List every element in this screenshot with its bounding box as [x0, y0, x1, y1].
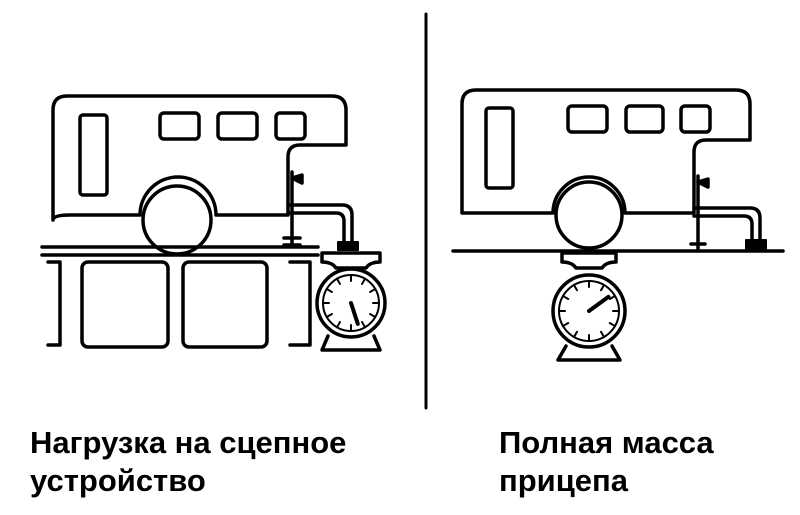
- support-block: [46, 260, 62, 347]
- caption-gross-trailer-mass: Полная масса прицепа: [499, 424, 714, 500]
- hitch-jack-icon: [282, 170, 304, 247]
- dial-tick: [325, 313, 333, 318]
- caption-line: устройство: [30, 463, 206, 498]
- caption-tongue-weight: Нагрузка на сцепное устройство: [30, 424, 346, 500]
- caption-line: прицепа: [499, 463, 628, 498]
- support-block: [181, 260, 269, 349]
- dial-tick: [369, 288, 377, 293]
- drawbar: [286, 203, 354, 244]
- trailer-window: [679, 104, 712, 134]
- dial-tick: [361, 321, 366, 329]
- left-panel: [40, 94, 387, 352]
- dial-tick: [562, 322, 570, 327]
- wheel-icon: [554, 180, 624, 250]
- trailer-window: [274, 111, 307, 141]
- trailer-window: [158, 111, 201, 141]
- dial-tick: [600, 330, 605, 338]
- dial-tick: [336, 321, 341, 329]
- dial-tick: [573, 330, 578, 338]
- dial-tick: [562, 295, 570, 300]
- trailer-window: [216, 111, 259, 141]
- dial-tick: [336, 277, 341, 285]
- dial-tick: [369, 313, 377, 318]
- support-block: [288, 260, 312, 347]
- weighing-scale-icon: [315, 251, 387, 352]
- caption-line: Полная масса: [499, 425, 714, 460]
- support-block: [80, 260, 170, 349]
- trailer-window: [566, 104, 609, 134]
- trailer-door: [78, 113, 109, 197]
- dial-tick: [325, 288, 333, 293]
- drawbar: [692, 206, 762, 242]
- trailer-window: [624, 104, 665, 134]
- trailer-icon: [51, 94, 348, 222]
- trailer-door: [484, 106, 515, 190]
- dial-tick: [608, 295, 616, 300]
- hitch-jack-icon: [689, 174, 710, 252]
- scale-needle: [587, 294, 611, 313]
- scale-needle: [349, 301, 360, 326]
- dial-tick: [573, 284, 578, 292]
- trailer-icon: [460, 88, 752, 215]
- caption-line: Нагрузка на сцепное: [30, 425, 347, 460]
- wheel-icon: [141, 184, 213, 256]
- weighing-scale-icon: [551, 251, 627, 362]
- dial-tick: [608, 322, 616, 327]
- right-panel: [451, 88, 785, 362]
- dial-tick: [361, 277, 366, 285]
- dial-tick: [600, 284, 605, 292]
